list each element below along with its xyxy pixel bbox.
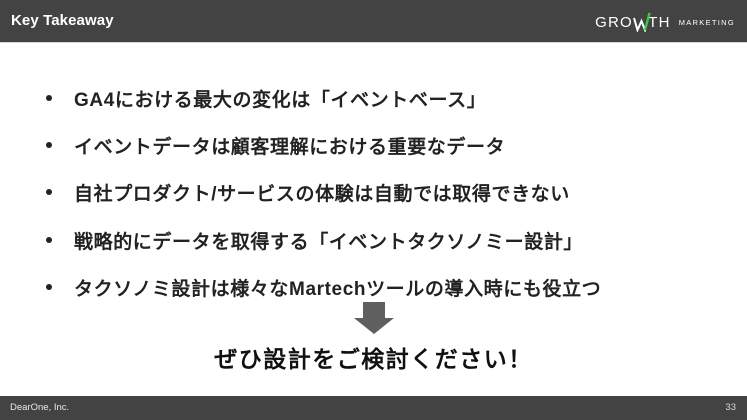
bullet-icon [46, 142, 52, 148]
list-item: 自社プロダクト/サービスの体験は自動では取得できない [0, 177, 747, 207]
arrow-down-icon [354, 302, 394, 334]
slide-title: Key Takeaway [11, 12, 114, 29]
call-to-action: ぜひ設計をご検討ください！ [214, 346, 533, 372]
logo-growth-prefix: GRO [595, 13, 633, 31]
bullet-icon [46, 284, 52, 290]
logo-growth-w: W [632, 12, 651, 32]
logo-growth-suffix: TH [648, 13, 671, 31]
list-item: イベントデータは顧客理解における重要なデータ [0, 130, 747, 160]
bullet-icon [46, 237, 52, 243]
growth-marketing-logo: GRO W TH MARKETING [595, 12, 735, 32]
logo-growth-wordmark: GRO W TH [595, 12, 671, 32]
bullet-icon [46, 189, 52, 195]
page-number: 33 [725, 402, 736, 413]
slide-footer: DearOne, Inc. 33 [0, 396, 747, 420]
bullet-text: GA4における最大の変化は「イベントベース」 [74, 89, 487, 111]
slide-header: Key Takeaway GRO W TH MARKETING [0, 0, 747, 43]
bullet-text: タクソノミ設計は様々なMartechツールの導入時にも役立つ [74, 278, 602, 300]
growth-check-icon [632, 12, 651, 32]
logo-marketing-text: MARKETING [678, 18, 735, 27]
bullet-icon [46, 95, 52, 101]
list-item: タクソノミ設計は様々なMartechツールの導入時にも役立つ [0, 272, 747, 302]
slide-body: GA4における最大の変化は「イベントベース」 イベントデータは顧客理解における重… [0, 44, 747, 396]
list-item: 戦略的にデータを取得する「イベントタクソノミー設計」 [0, 225, 747, 255]
bullet-text: イベントデータは顧客理解における重要なデータ [74, 136, 506, 158]
list-item: GA4における最大の変化は「イベントベース」 [0, 83, 747, 113]
company-name: DearOne, Inc. [10, 402, 70, 413]
bullet-text: 自社プロダクト/サービスの体験は自動では取得できない [74, 183, 570, 205]
bullet-text: 戦略的にデータを取得する「イベントタクソノミー設計」 [74, 231, 584, 253]
